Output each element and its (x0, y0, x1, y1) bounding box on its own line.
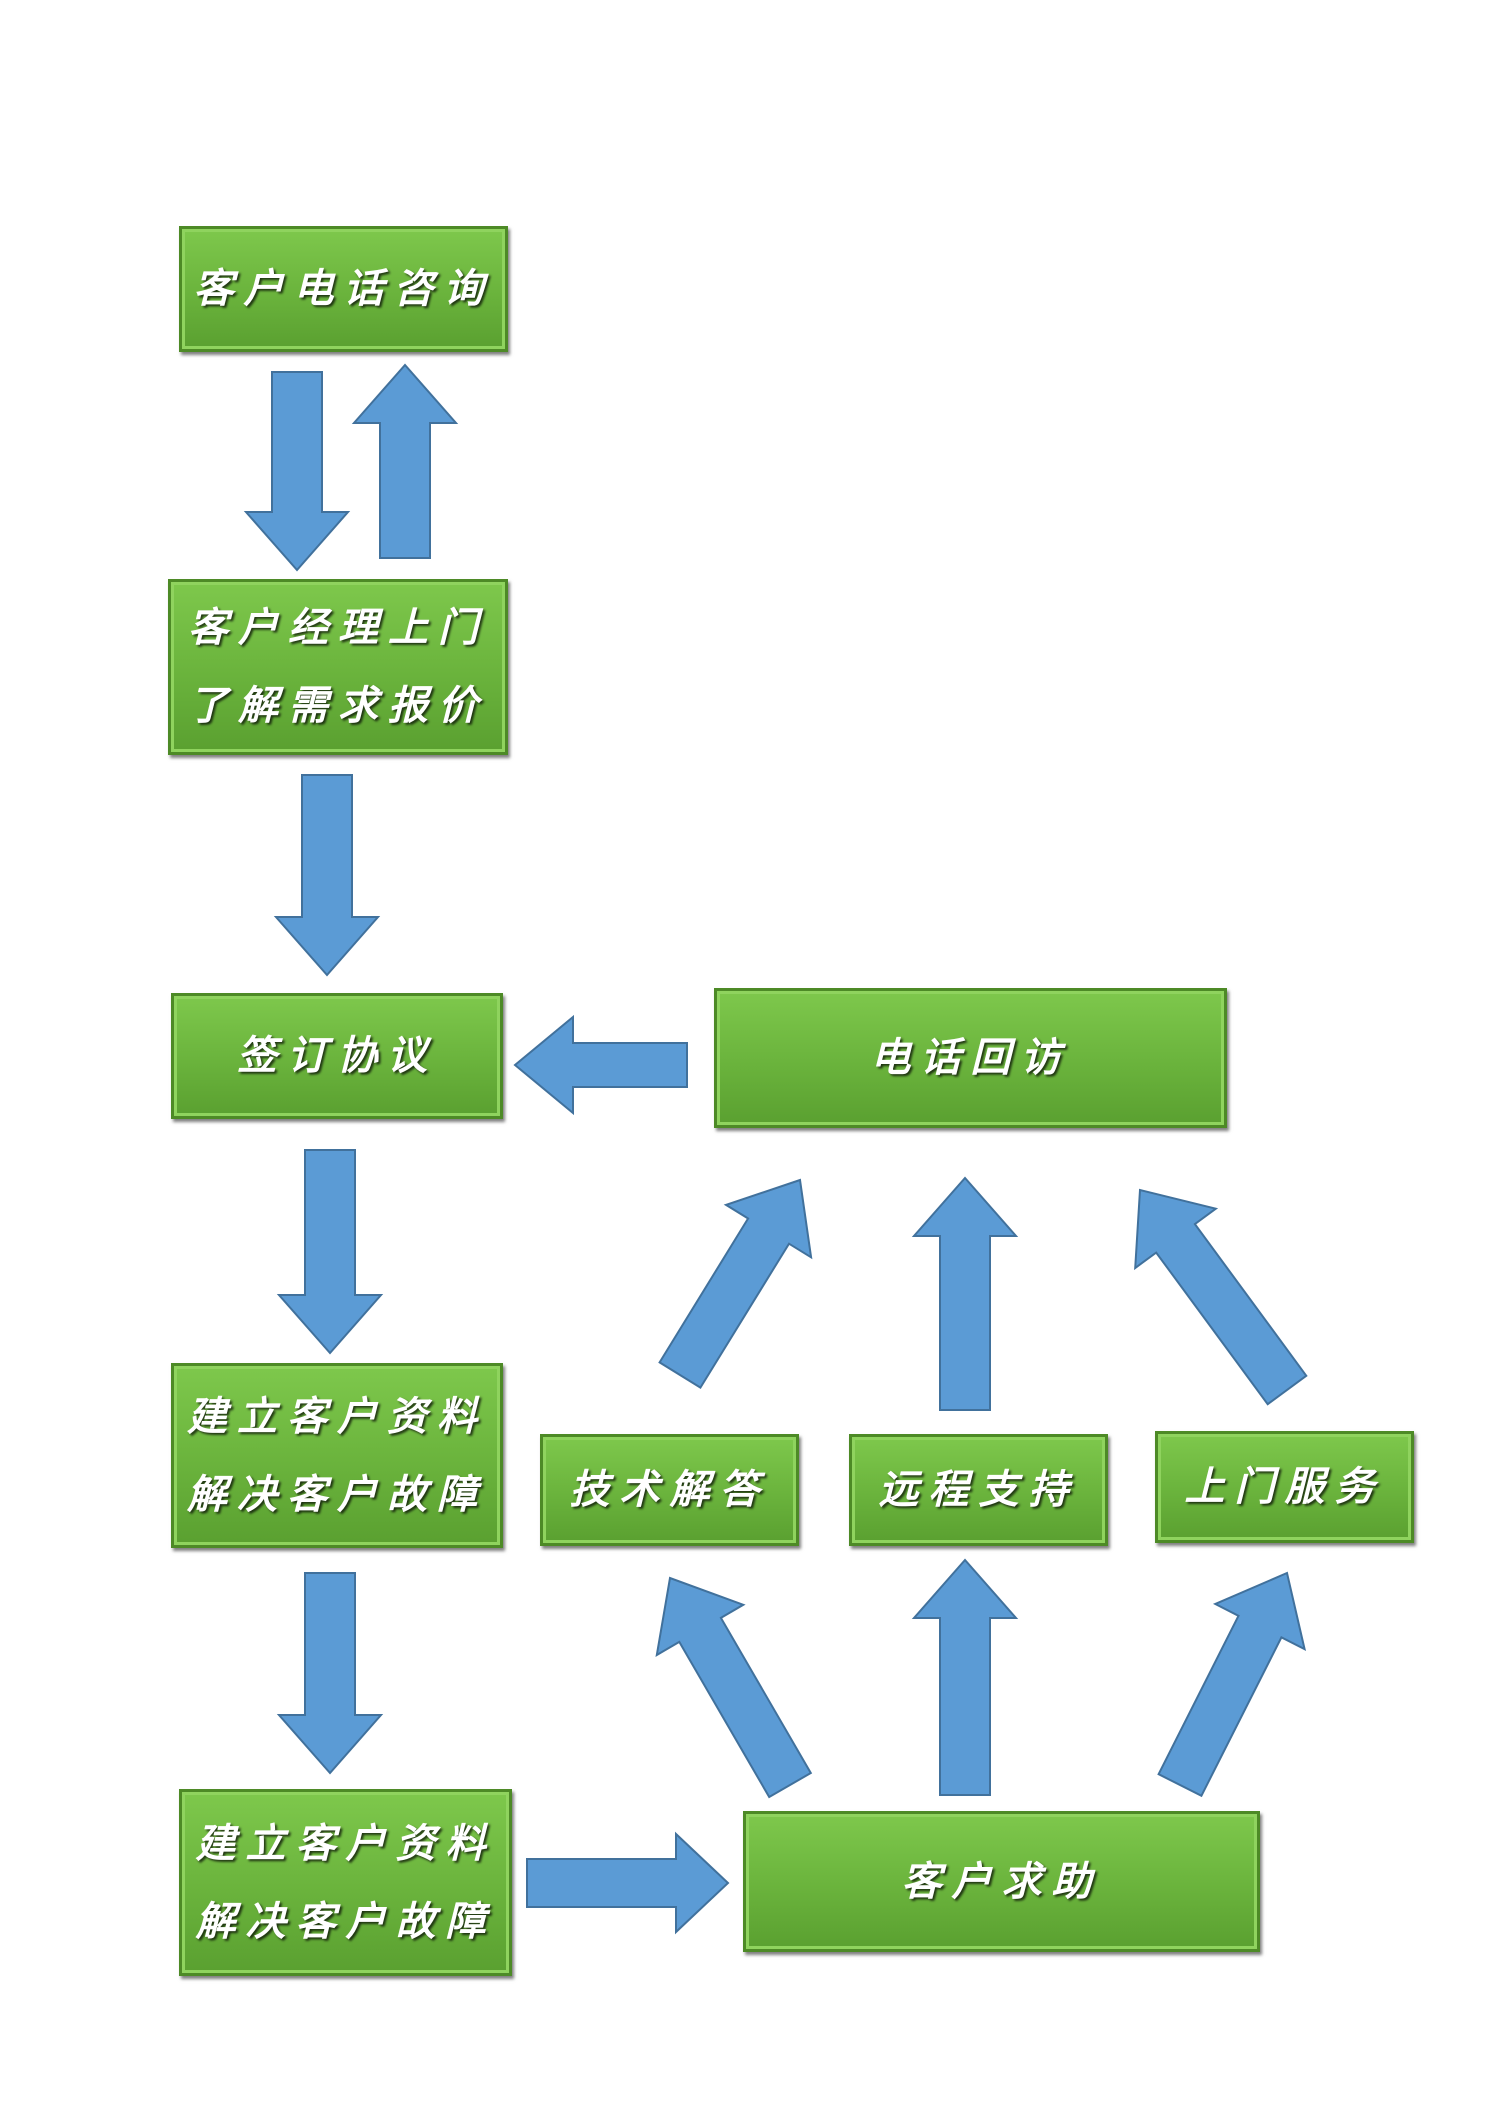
arrow-help-to-tech (655, 1576, 813, 1799)
node-remote-support-line-1: 远程支持 (878, 1466, 1079, 1513)
node-build-profile-1: 建立客户资料 解决客户故障 (171, 1363, 503, 1548)
node-customer-help: 客户求助 (743, 1811, 1260, 1952)
arrow-followup-to-agreement (513, 1014, 688, 1116)
node-manager-visit-line-2: 了解需求报价 (188, 682, 488, 729)
arrow-help-to-remote (911, 1558, 1019, 1796)
node-manager-visit-line-1: 客户经理上门 (188, 604, 488, 651)
node-build-profile-2-line-2: 解决客户故障 (195, 1897, 496, 1945)
node-phone-consultation-line-1: 客户电话咨询 (193, 265, 494, 312)
node-build-profile-1-line-2: 解决客户故障 (187, 1470, 487, 1518)
node-sign-agreement: 签订协议 (171, 993, 503, 1119)
node-phone-followup-line-1: 电话回访 (870, 1034, 1071, 1081)
arrow-profile1-to-profile2 (276, 1572, 384, 1775)
arrow-tech-to-followup (658, 1178, 813, 1389)
node-onsite-service: 上门服务 (1155, 1431, 1414, 1543)
arrow-agreement-to-profile1 (276, 1149, 384, 1355)
arrow-profile2-to-help (526, 1831, 730, 1935)
arrow-help-to-onsite (1157, 1571, 1307, 1798)
arrow-remote-to-followup (911, 1176, 1019, 1411)
node-build-profile-2-line-1: 建立客户资料 (195, 1819, 496, 1867)
node-phone-consultation: 客户电话咨询 (179, 226, 508, 352)
node-phone-followup: 电话回访 (714, 988, 1227, 1128)
node-manager-visit: 客户经理上门 了解需求报价 (168, 579, 508, 755)
node-sign-agreement-line-1: 签订协议 (237, 1032, 437, 1079)
node-tech-answer: 技术解答 (540, 1434, 799, 1546)
arrow-consultation-to-visit (243, 371, 351, 572)
node-customer-help-line-1: 客户求助 (901, 1857, 1102, 1905)
node-remote-support: 远程支持 (849, 1434, 1108, 1546)
node-onsite-service-line-1: 上门服务 (1184, 1463, 1385, 1510)
arrow-onsite-to-followup (1134, 1188, 1308, 1406)
node-build-profile-1-line-1: 建立客户资料 (187, 1392, 487, 1440)
node-tech-answer-line-1: 技术解答 (569, 1466, 770, 1513)
arrow-visit-to-agreement (273, 774, 381, 977)
node-build-profile-2: 建立客户资料 解决客户故障 (179, 1789, 512, 1976)
arrow-visit-to-consultation (351, 363, 459, 559)
